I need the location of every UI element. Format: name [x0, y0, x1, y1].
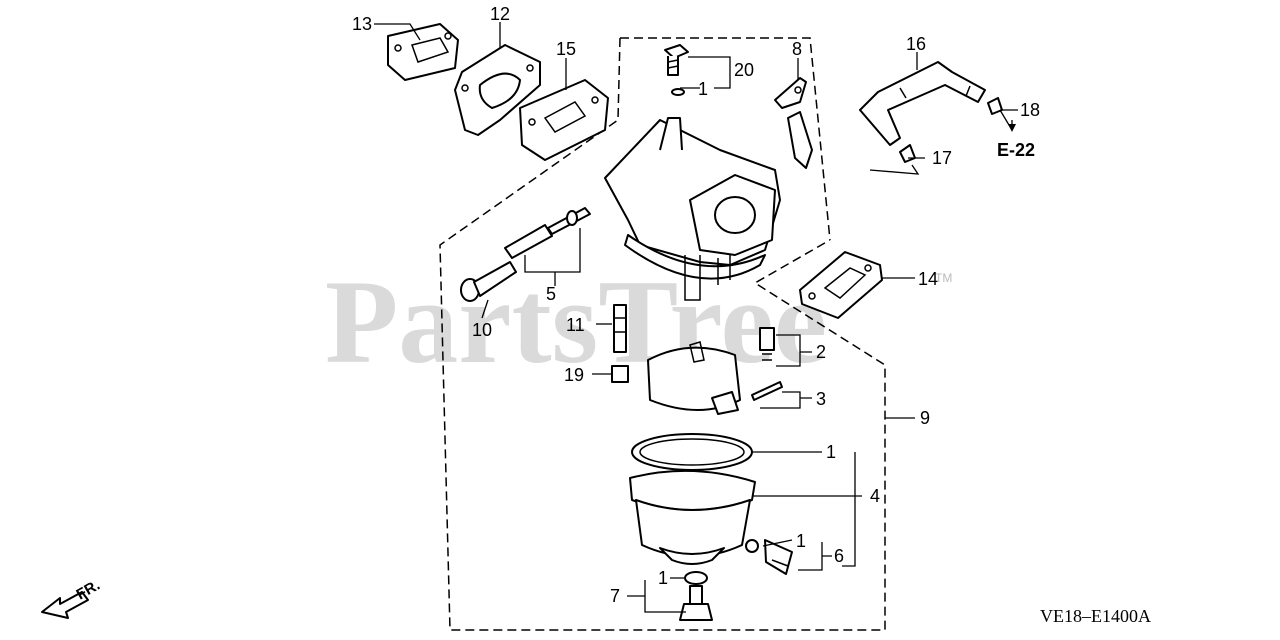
callout-13[interactable]: 13 — [352, 14, 372, 34]
clip-18[interactable] — [987, 97, 1003, 115]
callout-16[interactable]: 16 — [906, 34, 926, 54]
float[interactable] — [647, 341, 741, 415]
main-nozzle-11[interactable] — [613, 304, 627, 353]
breather-tube-16[interactable] — [859, 61, 986, 146]
bolt-7[interactable] — [679, 571, 713, 621]
clip-17[interactable] — [899, 144, 916, 163]
callout-1d[interactable]: 1 — [658, 568, 668, 588]
callout-17[interactable]: 17 — [932, 148, 952, 168]
callout-12[interactable]: 12 — [490, 4, 510, 24]
front-direction-arrow: FR. — [41, 577, 103, 619]
main-jet-19[interactable] — [611, 365, 629, 383]
carburetor-body[interactable] — [604, 117, 781, 301]
leader-lines — [374, 22, 1018, 613]
callout-5[interactable]: 5 — [546, 284, 556, 304]
callout-15[interactable]: 15 — [556, 39, 576, 59]
callout-2[interactable]: 2 — [816, 342, 826, 362]
gasket-13[interactable] — [387, 23, 459, 81]
callout-1c[interactable]: 1 — [796, 531, 806, 551]
callout-1a[interactable]: 1 — [698, 79, 708, 99]
callout-7[interactable]: 7 — [610, 586, 620, 606]
screw-20[interactable] — [664, 44, 689, 96]
watermark: PartsTree — [325, 255, 827, 388]
callout-6[interactable]: 6 — [834, 546, 844, 566]
tube-route-line — [869, 164, 920, 175]
callout-11[interactable]: 11 — [566, 315, 585, 335]
callout-19[interactable]: 19 — [564, 365, 584, 385]
watermark-tm: TM — [935, 271, 952, 285]
diagram-code: VE18–E1400A — [1040, 606, 1151, 626]
callout-9[interactable]: 9 — [920, 408, 930, 428]
callout-20[interactable]: 20 — [734, 60, 754, 80]
callout-3[interactable]: 3 — [816, 389, 826, 409]
screw-10[interactable] — [460, 261, 517, 302]
gasket-15[interactable] — [519, 79, 609, 161]
drain-screw-6[interactable] — [745, 539, 793, 575]
float-pin-3[interactable] — [751, 381, 783, 401]
callout-4[interactable]: 4 — [870, 486, 880, 506]
throttle-stop-screw-5[interactable] — [504, 207, 591, 259]
reference-arrow — [1008, 124, 1016, 132]
callout-10[interactable]: 10 — [472, 320, 492, 340]
gasket-14[interactable] — [799, 251, 883, 319]
choke-lever-8[interactable] — [774, 77, 813, 169]
callout-8[interactable]: 8 — [792, 39, 802, 59]
float-chamber-4[interactable] — [629, 433, 756, 565]
reference-e22[interactable]: E-22 — [997, 140, 1035, 160]
callout-18[interactable]: 18 — [1020, 100, 1040, 120]
float-valve-2[interactable] — [759, 327, 775, 361]
assembly-boundary — [439, 37, 886, 631]
insulator-12[interactable] — [454, 44, 541, 136]
callout-1b[interactable]: 1 — [826, 442, 836, 462]
callout-14[interactable]: 14 — [918, 269, 938, 289]
